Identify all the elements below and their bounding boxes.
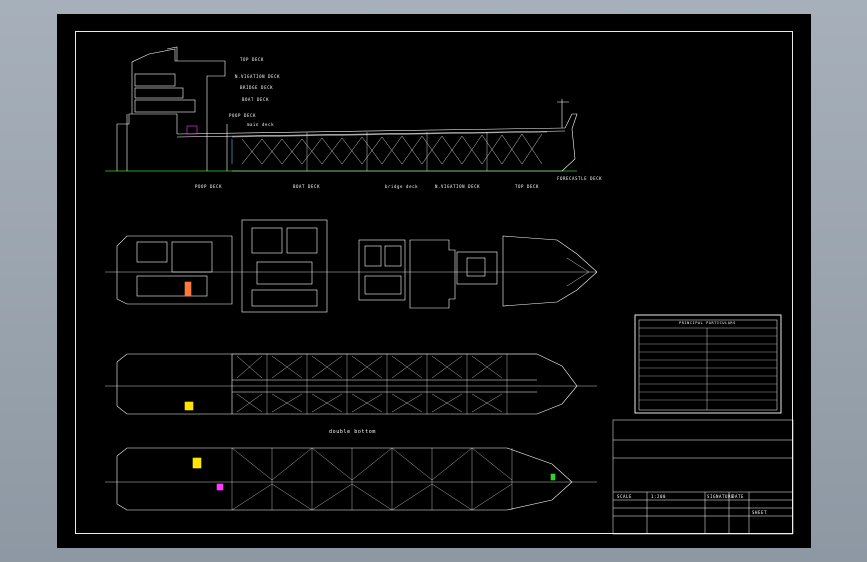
ship-drawing [105, 46, 794, 535]
label-poop-deck-upper: POOP DECK [229, 113, 257, 118]
label-top-deck: TOP DECK [240, 57, 265, 62]
principal-particulars-table [634, 314, 782, 414]
profile-view [105, 46, 578, 172]
label-bridge-deck-view: bridge deck [385, 184, 419, 189]
drawing-sheet: TOP DECK N.VIGATION DECK BRIDGE DECK BOA… [57, 14, 811, 548]
label-double-bottom: double bottom [329, 429, 376, 435]
label-top-deck-view: TOP DECK [515, 184, 540, 189]
label-navigation-deck: N.VIGATION DECK [235, 74, 281, 79]
label-main-deck: main deck [247, 122, 275, 127]
double-bottom-plan [105, 447, 597, 511]
deck-plans [105, 219, 598, 313]
scale-value: 1:200 [651, 494, 667, 499]
scale-label: SCALE [617, 494, 633, 499]
sheet-label: SHEET [752, 510, 768, 515]
label-forecastle-deck: FORECASTLE DECK [557, 176, 603, 181]
title-block [612, 419, 794, 535]
signature-label: SIGNATURE [707, 494, 735, 499]
label-boat-deck-upper: BOAT DECK [242, 97, 270, 102]
date-label: DATE [732, 494, 745, 499]
main-deck-plan [105, 353, 597, 415]
label-boat-deck: BOAT DECK [293, 184, 321, 189]
label-bridge-deck: BRIDGE DECK [240, 85, 274, 90]
particulars-title: PRINCIPAL PARTICULARS [679, 321, 736, 325]
label-poop-deck: POOP DECK [195, 184, 223, 189]
label-navigation-deck-view: N.VIGATION DECK [435, 184, 481, 189]
drawing-border [75, 31, 793, 534]
